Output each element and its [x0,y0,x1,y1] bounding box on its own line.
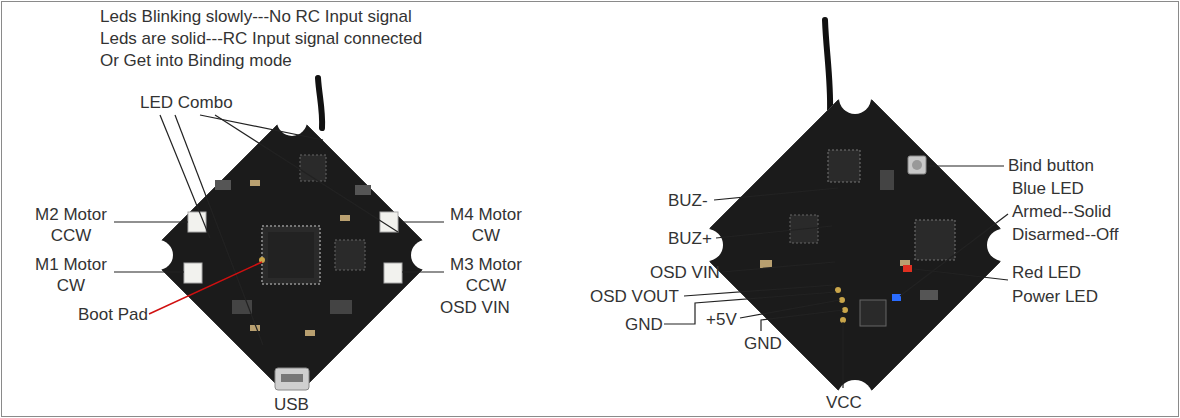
callout-label: Bind button [1008,155,1094,176]
callout-label: Disarmed--Off [1012,224,1118,245]
leader-lines [114,115,444,345]
antenna-wire [318,78,322,128]
callout-label: +5V [706,309,737,330]
usb-connector [275,368,309,390]
mount-notch [411,240,441,270]
callout-label: Leds Blinking slowly---No RC Input signa… [100,6,412,27]
callout-label: GND [744,333,782,354]
mount-notch [839,82,871,114]
callout-label: VCC [826,392,862,413]
bind-button [912,160,922,170]
callout-label: BUZ+ [668,228,712,249]
board-components [215,155,371,336]
board-components [760,150,955,326]
callout-label: BUZ- [668,190,708,211]
callout-label: M1 Motor CW [30,254,112,296]
callout-label: M2 Motor CCW [30,204,112,246]
callout-label: Blue LED [1012,178,1084,199]
callout-label: M3 Motor CCW [445,254,527,296]
callout-label: OSD VOUT [590,286,679,307]
board-outline [710,100,1000,390]
callout-label: OSD VIN [650,262,720,283]
callout-label: Power LED [1012,286,1098,307]
callout-label: OSD VIN [440,297,510,318]
motor-connector [184,263,202,283]
usb-connector [281,374,303,382]
bind-button [908,156,926,174]
callout-label: Armed--Solid [1012,201,1111,222]
red-led [903,265,912,272]
antenna-wire [825,20,830,112]
callout-label: USB [274,394,309,415]
callout-label: Leds are solid---RC Input signal connect… [100,28,422,49]
mount-notch [143,240,173,270]
callout-label: Boot Pad [78,304,148,325]
boot-pad-leader [149,262,262,314]
callout-label: M4 Motor CW [445,204,527,246]
callout-label: Red LED [1012,262,1081,283]
callout-label: Or Get into Binding mode [100,50,292,71]
motor-connector [384,263,402,283]
callout-label: GND [625,314,663,335]
callout-label: LED Combo [140,92,233,113]
blue-led [892,294,901,301]
